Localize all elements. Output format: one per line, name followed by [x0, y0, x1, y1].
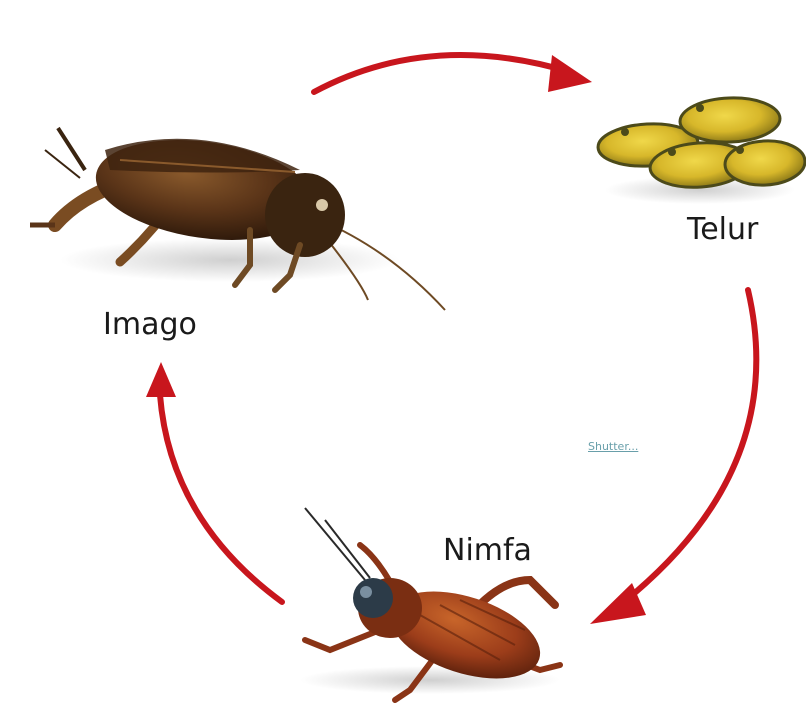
label-nimfa: Nimfa: [443, 533, 532, 568]
label-imago: Imago: [103, 307, 197, 342]
arrow-nymph-to-adult: [160, 395, 282, 602]
arrow-egg-to-nymph: [620, 290, 756, 605]
label-telur: Telur: [687, 212, 758, 247]
arrow-nymph-to-adult-head: [146, 362, 176, 397]
arrow-adult-to-egg-head: [548, 55, 592, 92]
faint-caption: Shutter...: [588, 440, 638, 453]
arrow-adult-to-egg: [314, 55, 570, 92]
adult-cricket-icon: [30, 127, 445, 310]
egg-cluster-icon: [597, 96, 806, 204]
